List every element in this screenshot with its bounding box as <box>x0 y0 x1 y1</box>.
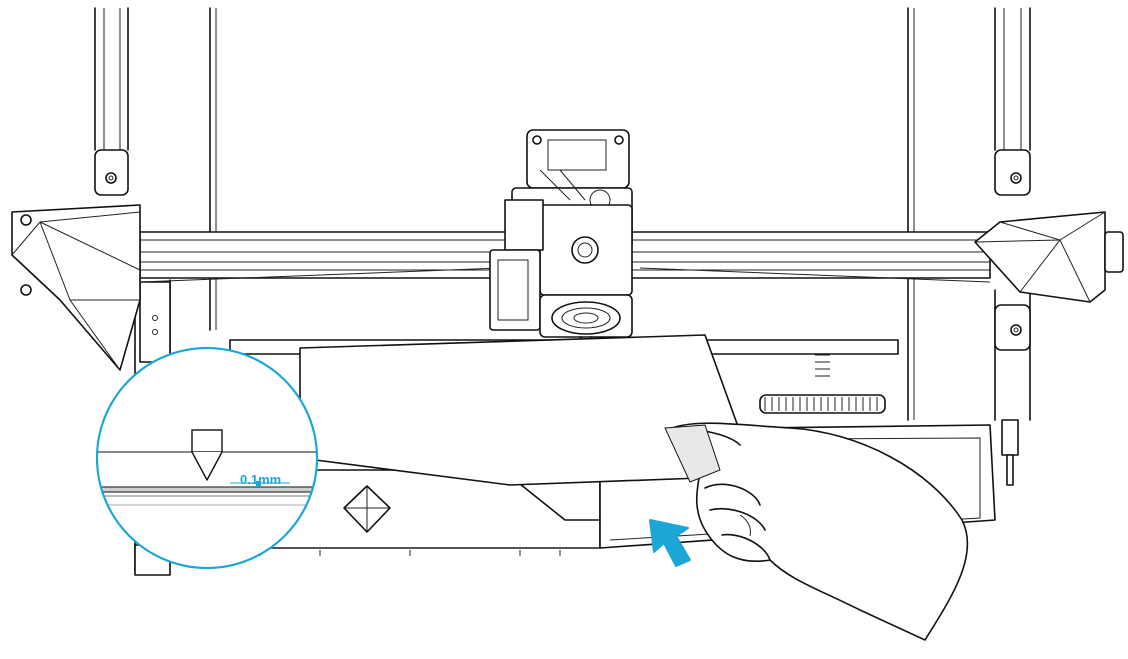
right-gantry-end-cap <box>974 211 1124 303</box>
left-upper-bracket <box>94 149 171 363</box>
push-arrow-icon <box>649 519 691 567</box>
paper-sheet <box>299 334 741 486</box>
gap-measurement-label: 0.1mm <box>240 472 281 487</box>
nozzle-detail-magnifier: 0.1mm <box>96 347 318 569</box>
left-gantry-end-cap <box>11 204 141 371</box>
nozzle-icon <box>191 429 223 481</box>
hand <box>664 422 969 641</box>
printer-frame <box>94 7 1031 571</box>
print-head <box>489 129 633 345</box>
right-brackets <box>994 149 1031 486</box>
